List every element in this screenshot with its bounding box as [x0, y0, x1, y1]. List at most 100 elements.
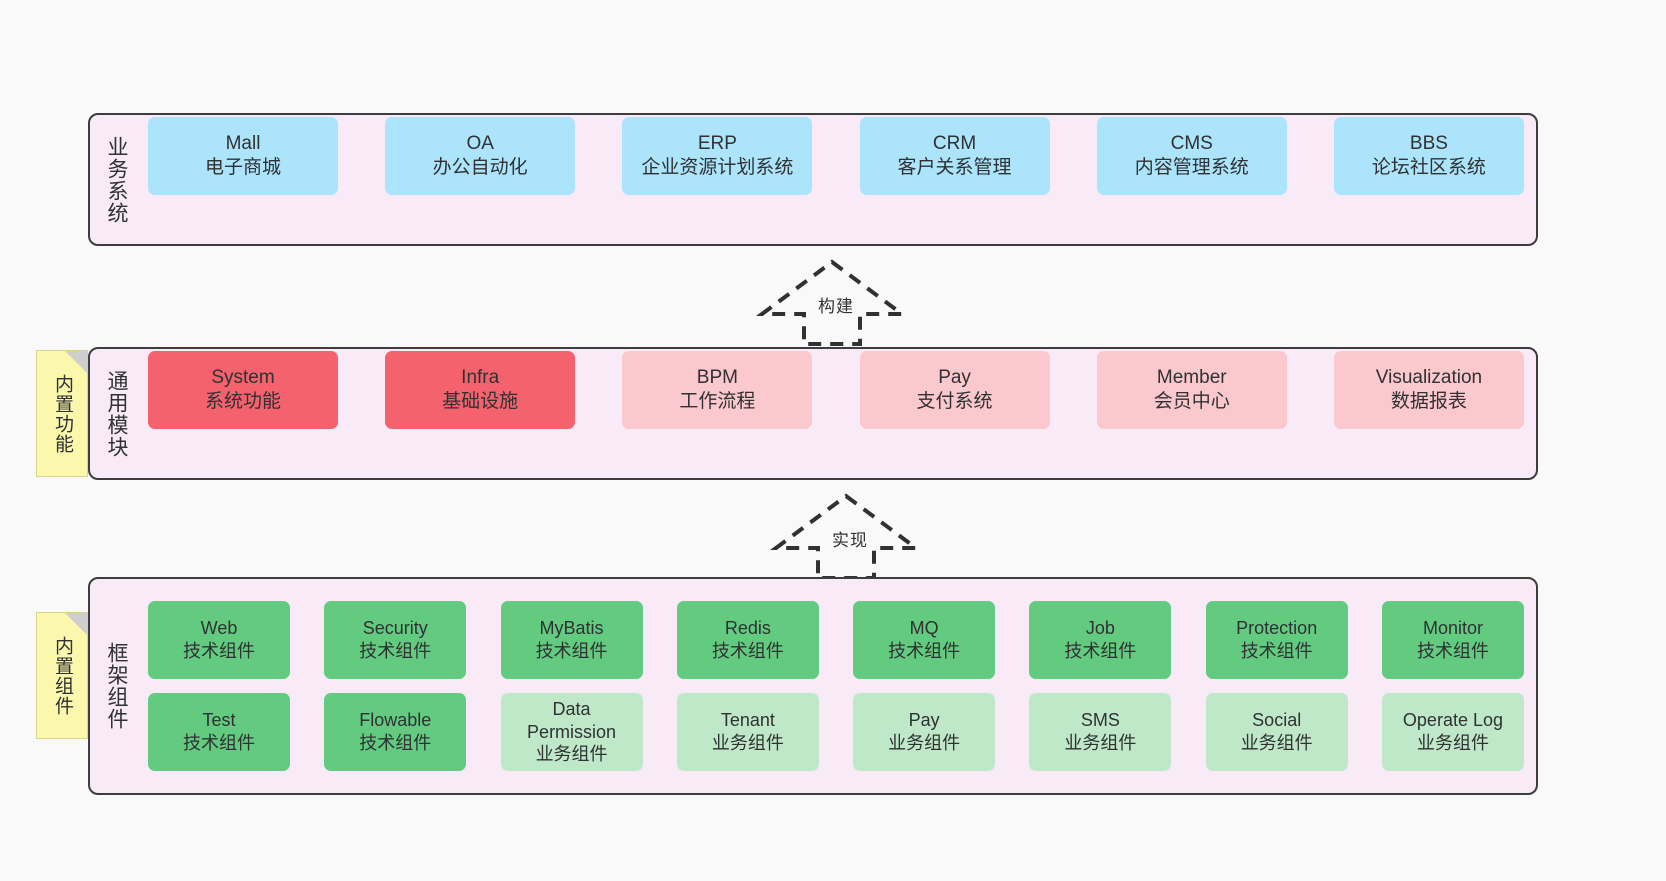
card-crm-cn: 客户关系管理: [897, 157, 1012, 178]
card-sms-cn: 业务组件: [1064, 733, 1137, 753]
card-visualization[interactable]: Visualization 数据报表: [1333, 351, 1524, 429]
card-pay-component[interactable]: Pay 业务组件: [853, 693, 996, 771]
card-infra-cn: 基础设施: [442, 391, 519, 412]
card-system-cn: 系统功能: [204, 391, 281, 412]
card-bbs-en: BBS: [1409, 133, 1448, 155]
framework-row-tech: Web 技术组件 Security 技术组件 MyBatis 技术组件 Redi…: [148, 601, 1524, 679]
card-visualization-en: Visualization: [1375, 367, 1483, 389]
card-data-permission-en: Data Permission: [527, 698, 617, 742]
card-protection[interactable]: Protection 技术组件: [1205, 601, 1348, 679]
card-flowable-cn: 技术组件: [359, 733, 432, 753]
note-fold-corner-icon: [65, 613, 87, 635]
layer-business-system: 业务系统 Mall 电子商城 OA 办公自动化 ERP 企业资源计划系统 CRM…: [88, 113, 1538, 246]
card-tenant-en: Tenant: [720, 710, 775, 731]
card-pay-module-cn: 支付系统: [916, 391, 993, 412]
note-builtin-components: 内置组件: [36, 612, 88, 739]
card-bpm-cn: 工作流程: [679, 391, 756, 412]
card-cms[interactable]: CMS 内容管理系统: [1096, 117, 1287, 195]
card-security[interactable]: Security 技术组件: [324, 601, 467, 679]
card-flowable[interactable]: Flowable 技术组件: [324, 693, 467, 771]
card-crm[interactable]: CRM 客户关系管理: [859, 117, 1050, 195]
card-web[interactable]: Web 技术组件: [148, 601, 290, 679]
card-mybatis-cn: 技术组件: [535, 641, 608, 661]
card-monitor-en: Monitor: [1422, 618, 1483, 639]
framework-component-card-list: Web 技术组件 Security 技术组件 MyBatis 技术组件 Redi…: [142, 579, 1536, 793]
framework-row-business: Test 技术组件 Flowable 技术组件 Data Permission …: [148, 693, 1524, 771]
card-visualization-cn: 数据报表: [1390, 391, 1467, 412]
card-infra[interactable]: Infra 基础设施: [385, 351, 576, 429]
card-member[interactable]: Member 会员中心: [1096, 351, 1287, 429]
card-cms-en: CMS: [1170, 133, 1213, 155]
card-protection-cn: 技术组件: [1240, 641, 1313, 661]
card-web-en: Web: [200, 618, 238, 639]
layer-title-business-system: 业务系统: [104, 135, 128, 224]
card-system[interactable]: System 系统功能: [148, 351, 338, 429]
card-test-en: Test: [202, 710, 236, 731]
note-fold-corner-icon: [65, 351, 87, 373]
card-erp[interactable]: ERP 企业资源计划系统: [622, 117, 813, 195]
arrow-build-label: 构建: [818, 297, 854, 316]
card-mybatis[interactable]: MyBatis 技术组件: [500, 601, 643, 679]
card-mq-en: MQ: [909, 618, 939, 639]
card-pay-module-en: Pay: [938, 367, 971, 389]
card-oa-cn: 办公自动化: [432, 157, 528, 178]
arrow-implement-label: 实现: [832, 531, 868, 550]
card-member-en: Member: [1156, 367, 1227, 389]
card-social[interactable]: Social 业务组件: [1205, 693, 1348, 771]
card-tenant[interactable]: Tenant 业务组件: [676, 693, 819, 771]
card-pay-component-cn: 业务组件: [888, 733, 961, 753]
card-erp-cn: 企业资源计划系统: [641, 157, 794, 178]
card-test-cn: 技术组件: [183, 733, 255, 753]
card-data-permission[interactable]: Data Permission 业务组件: [500, 693, 643, 771]
card-oa-en: OA: [466, 133, 494, 155]
card-job-en: Job: [1085, 618, 1115, 639]
card-operate-log-en: Operate Log: [1402, 710, 1503, 731]
card-mall-cn: 电子商城: [204, 157, 281, 178]
card-oa[interactable]: OA 办公自动化: [385, 117, 576, 195]
layer-framework-component: 框架组件 Web 技术组件 Security 技术组件 MyBatis 技术组件…: [88, 577, 1538, 795]
card-job-cn: 技术组件: [1064, 641, 1137, 661]
card-mall-en: Mall: [225, 133, 261, 155]
layer-title-common-module: 通用模块: [104, 369, 128, 458]
card-data-permission-cn: 业务组件: [535, 744, 608, 765]
card-redis-en: Redis: [724, 618, 771, 639]
layer-common-module: 通用模块 System 系统功能 Infra 基础设施 BPM 工作流程 Pay…: [88, 347, 1538, 480]
card-bpm[interactable]: BPM 工作流程: [622, 351, 813, 429]
card-system-en: System: [211, 367, 275, 389]
card-security-cn: 技术组件: [359, 641, 432, 661]
business-system-card-list: Mall 电子商城 OA 办公自动化 ERP 企业资源计划系统 CRM 客户关系…: [142, 115, 1536, 244]
card-monitor[interactable]: Monitor 技术组件: [1381, 601, 1524, 679]
card-bpm-en: BPM: [696, 367, 738, 389]
card-social-cn: 业务组件: [1240, 733, 1313, 753]
card-security-en: Security: [362, 618, 428, 639]
card-operate-log-cn: 业务组件: [1416, 733, 1489, 753]
card-erp-en: ERP: [697, 133, 737, 155]
card-operate-log[interactable]: Operate Log 业务组件: [1381, 693, 1524, 771]
card-job[interactable]: Job 技术组件: [1029, 601, 1172, 679]
arrow-build: [755, 259, 909, 346]
card-mall[interactable]: Mall 电子商城: [148, 117, 338, 195]
card-bbs-cn: 论坛社区系统: [1371, 157, 1486, 178]
note-builtin-features-label: 内置功能: [52, 373, 74, 454]
card-social-en: Social: [1252, 710, 1302, 731]
card-crm-en: CRM: [932, 133, 977, 155]
card-mq[interactable]: MQ 技术组件: [853, 601, 996, 679]
card-redis[interactable]: Redis 技术组件: [676, 601, 819, 679]
card-test[interactable]: Test 技术组件: [148, 693, 290, 771]
card-pay-module[interactable]: Pay 支付系统: [859, 351, 1050, 429]
card-sms-en: SMS: [1080, 710, 1120, 731]
card-member-cn: 会员中心: [1153, 391, 1230, 412]
layer-title-framework-component: 框架组件: [104, 642, 128, 730]
card-redis-cn: 技术组件: [711, 641, 784, 661]
card-protection-en: Protection: [1236, 618, 1318, 639]
card-bbs[interactable]: BBS 论坛社区系统: [1333, 117, 1524, 195]
card-web-cn: 技术组件: [183, 641, 255, 661]
card-pay-component-en: Pay: [908, 710, 940, 731]
card-sms[interactable]: SMS 业务组件: [1029, 693, 1172, 771]
card-tenant-cn: 业务组件: [711, 733, 784, 753]
note-builtin-features: 内置功能: [36, 350, 88, 477]
card-monitor-cn: 技术组件: [1416, 641, 1489, 661]
card-mybatis-en: MyBatis: [539, 618, 604, 639]
card-mq-cn: 技术组件: [888, 641, 961, 661]
